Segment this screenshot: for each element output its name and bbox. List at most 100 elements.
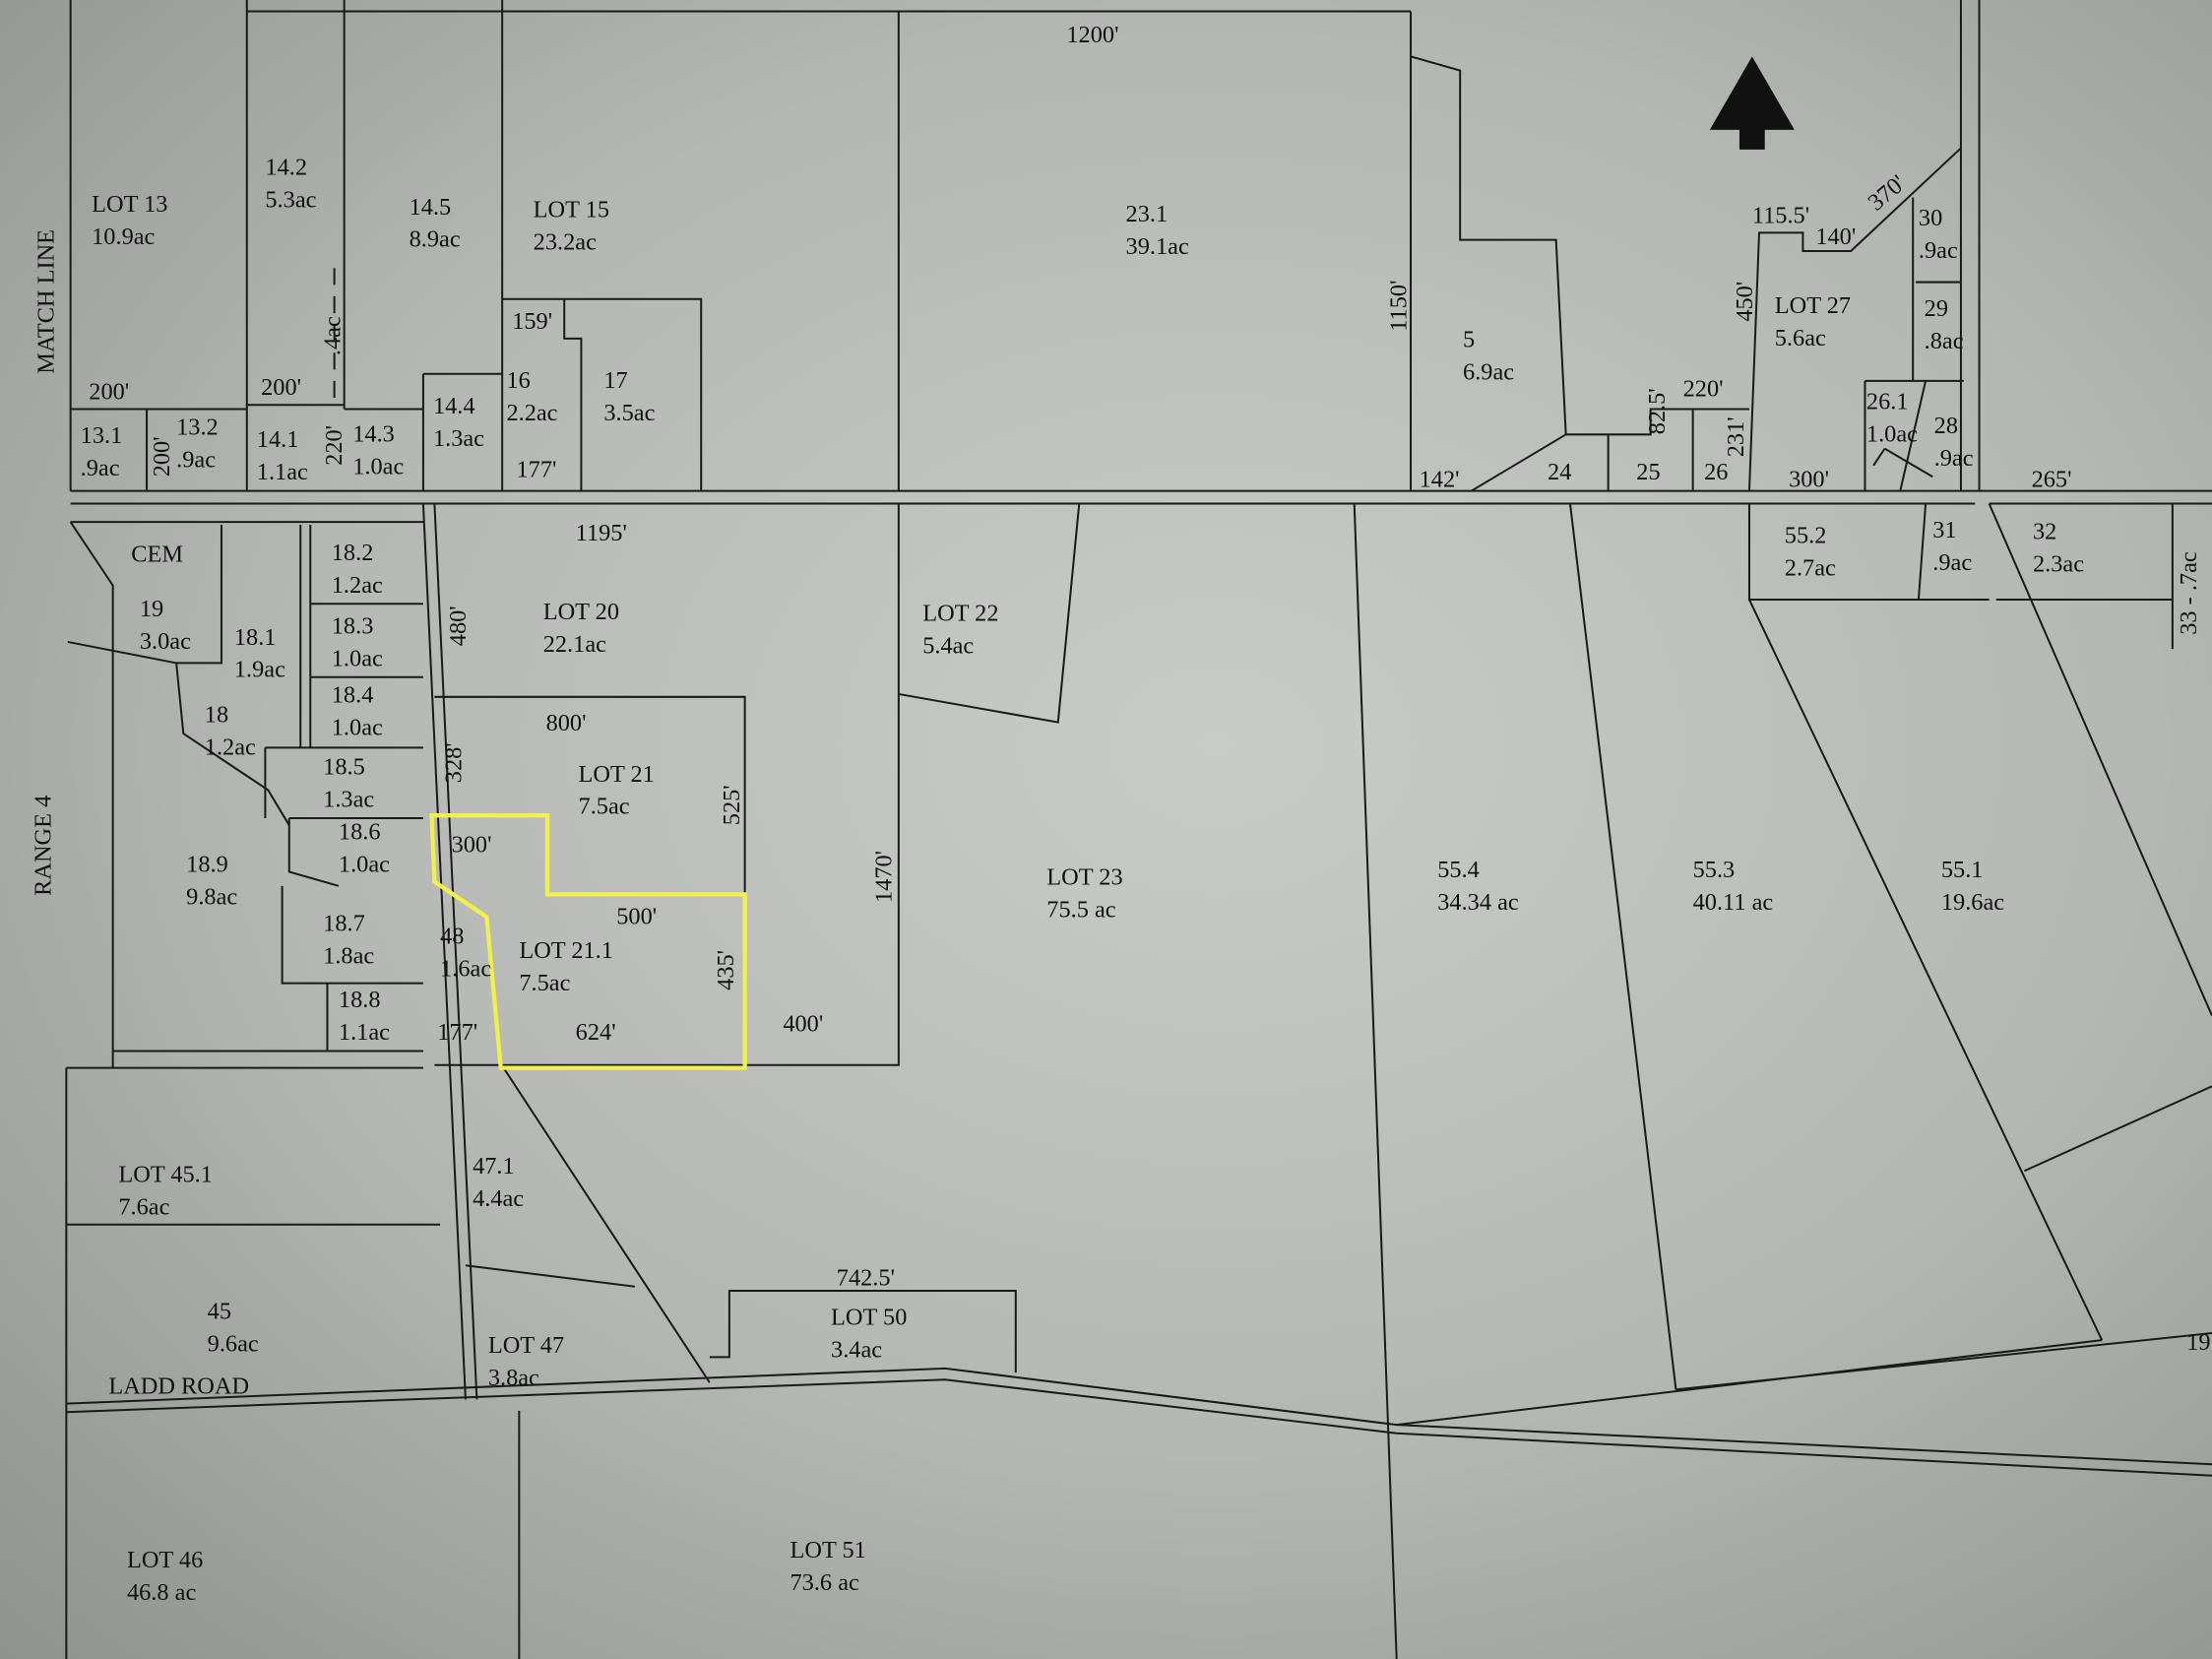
- highlighted-parcel-boundary[interactable]: [429, 813, 747, 1070]
- parcel-label[interactable]: 18.11.9ac: [234, 624, 285, 683]
- parcel-label[interactable]: 31.9ac: [1932, 517, 1972, 576]
- dimension-label: 265': [2032, 466, 2072, 492]
- parcel-label[interactable]: 18.61.0ac: [339, 819, 390, 878]
- parcel-area: 3.4ac: [831, 1336, 882, 1363]
- parcel-label[interactable]: 55.1 19.6ac: [1941, 857, 2004, 916]
- parcel-label[interactable]: 18.31.0ac: [332, 612, 383, 671]
- parcel-label[interactable]: 459.6ac: [208, 1299, 259, 1358]
- parcel-area: 2.3ac: [2033, 550, 2084, 577]
- parcel-area: 39.1ac: [1126, 233, 1189, 260]
- parcel-area: 6.9ac: [1463, 358, 1514, 385]
- parcel-label[interactable]: 13.1.9ac: [81, 422, 123, 481]
- parcel-name: 55.1: [1941, 857, 1984, 883]
- parcel-label[interactable]: 55.340.11 ac: [1693, 857, 1774, 916]
- parcel-area: 5.4ac: [922, 632, 974, 659]
- dimension-label: 624': [576, 1019, 616, 1046]
- dimension-label: 220': [321, 425, 348, 466]
- parcel-label[interactable]: 47.14.4ac: [473, 1153, 524, 1212]
- dimension-label: 800': [546, 710, 587, 736]
- parcel-label[interactable]: 25: [1636, 459, 1660, 485]
- parcel-name: 18.1: [234, 624, 277, 651]
- parcel-area: .9ac: [176, 446, 216, 473]
- parcel-label[interactable]: 26.11.0ac: [1866, 389, 1918, 448]
- parcel-name: 45: [208, 1299, 231, 1325]
- parcel-label[interactable]: 18.71.8ac: [323, 911, 374, 970]
- parcel-area: 19.6ac: [1941, 889, 2004, 916]
- dimension-label: 33 - .7ac: [2176, 551, 2202, 635]
- parcel-name: 14.1: [257, 426, 299, 453]
- parcel-label[interactable]: LOT 503.4ac: [831, 1304, 907, 1363]
- parcel-label[interactable]: 18.41.0ac: [332, 682, 383, 741]
- parcel-label[interactable]: 18.99.8ac: [186, 851, 237, 910]
- parcel-area: 5.3ac: [265, 187, 316, 214]
- parcel-name: 25: [1636, 459, 1660, 485]
- parcel-boundaries: [65, 0, 2212, 1659]
- parcel-label[interactable]: 481.6ac: [440, 924, 491, 983]
- parcel-label[interactable]: 24: [1548, 459, 1571, 485]
- parcel-label[interactable]: LOT 225.4ac: [922, 600, 998, 659]
- parcel-label[interactable]: 30.9ac: [1919, 205, 1958, 264]
- parcel-name: 31: [1932, 517, 1956, 543]
- parcel-area: 7.5ac: [579, 794, 630, 820]
- parcel-label[interactable]: 18.51.3ac: [323, 754, 374, 813]
- parcel-label[interactable]: 173.5ac: [603, 367, 655, 426]
- parcel-label[interactable]: 28.9ac: [1934, 413, 1974, 472]
- parcel-name: 30: [1919, 205, 1942, 231]
- parcel-label[interactable]: 14.31.0ac: [352, 420, 404, 479]
- parcel-name: LOT 47: [488, 1332, 564, 1359]
- dimension-label: 435': [713, 950, 739, 990]
- parcel-name: 18.6: [339, 819, 381, 846]
- dimension-label: 742.5': [837, 1264, 895, 1291]
- parcel-name: LOT 20: [543, 599, 619, 625]
- parcel-label[interactable]: LOT 21.17.5ac: [519, 937, 613, 996]
- parcel-label[interactable]: 55.434.34 ac: [1437, 857, 1519, 916]
- parcel-area: 3.0ac: [140, 628, 191, 655]
- parcel-label[interactable]: 14.41.3ac: [433, 393, 484, 452]
- dimension-label: 328': [441, 742, 468, 783]
- parcel-area: 34.34 ac: [1437, 889, 1519, 916]
- parcel-area: 23.2ac: [534, 229, 597, 256]
- dimension-label: 177': [516, 456, 556, 482]
- parcel-label[interactable]: 181.2ac: [205, 702, 256, 761]
- dimension-label: 159': [512, 308, 552, 335]
- parcel-area: 40.11 ac: [1693, 889, 1774, 916]
- parcel-label[interactable]: 18.81.1ac: [339, 987, 390, 1046]
- parcel-label[interactable]: 19: [2186, 1329, 2210, 1356]
- parcel-label[interactable]: CEM: [131, 541, 183, 567]
- dimension-label: 82.5': [1644, 388, 1671, 434]
- parcel-label[interactable]: LOT 217.5ac: [579, 761, 655, 820]
- parcel-label[interactable]: 14.58.9ac: [410, 194, 461, 253]
- parcel-label[interactable]: 23.139.1ac: [1126, 201, 1189, 260]
- parcel-name: LOT 13: [92, 191, 167, 218]
- parcel-label[interactable]: 162.2ac: [506, 367, 557, 426]
- parcel-label[interactable]: 56.9ac: [1463, 326, 1514, 385]
- parcel-label[interactable]: 29.8ac: [1925, 295, 1964, 354]
- parcel-label[interactable]: 55.22.7ac: [1785, 523, 1836, 582]
- parcel-label[interactable]: LOT 275.6ac: [1775, 292, 1851, 351]
- dimension-label: 400': [783, 1010, 823, 1037]
- parcel-area: 73.6 ac: [790, 1569, 859, 1596]
- parcel-name: 26.1: [1866, 389, 1909, 415]
- parcel-area: 1.2ac: [332, 572, 383, 599]
- parcel-area: 46.8 ac: [127, 1579, 196, 1606]
- parcel-label[interactable]: 26: [1704, 459, 1728, 485]
- parcel-name: 48: [440, 924, 464, 950]
- parcel-area: 1.0ac: [352, 453, 404, 479]
- parcel-label[interactable]: 13.2.9ac: [176, 414, 219, 473]
- dimension-label: 231': [1723, 416, 1749, 457]
- parcel-label[interactable]: 14.25.3ac: [265, 155, 316, 214]
- dimension-label: 480': [445, 606, 472, 646]
- parcel-label[interactable]: LOT 45.17.6ac: [118, 1162, 213, 1221]
- parcel-label[interactable]: 14.11.1ac: [257, 426, 308, 485]
- parcel-label[interactable]: 193.0ac: [140, 596, 191, 655]
- parcel-label[interactable]: LOT 473.8ac: [488, 1332, 564, 1391]
- parcel-area: .8ac: [1925, 328, 1964, 354]
- parcel-label[interactable]: 18.21.2ac: [332, 540, 383, 599]
- parcel-label[interactable]: 322.3ac: [2033, 518, 2084, 577]
